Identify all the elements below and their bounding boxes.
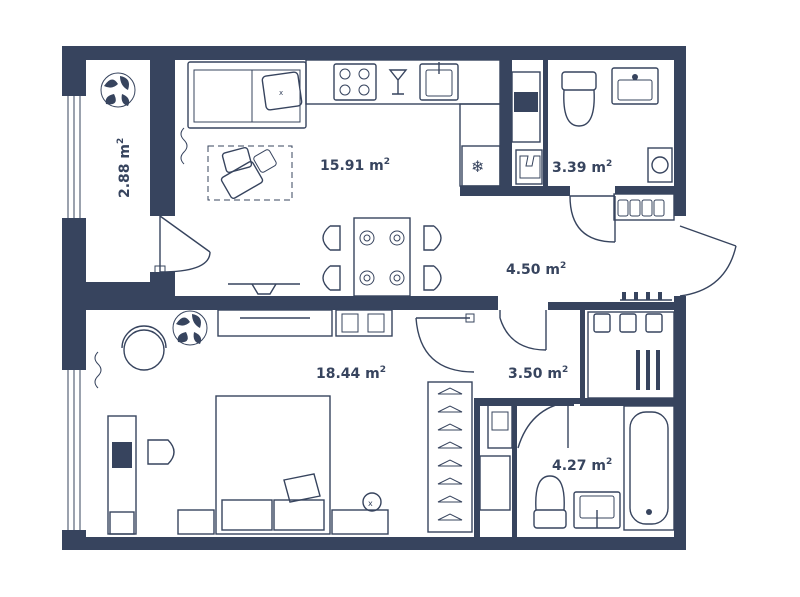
- worktop: [305, 59, 501, 105]
- room-area-kitchen: 15.91 m2: [320, 157, 390, 174]
- outer-wall-bottom: [62, 537, 686, 550]
- bathroom-bottom-door: [517, 401, 569, 449]
- hall-furniture: [613, 193, 737, 301]
- corridor-door: [499, 310, 547, 351]
- wall-bath-left: [500, 46, 512, 196]
- washing-machine-icon: [511, 71, 541, 143]
- sofa-icon: x: [187, 61, 307, 129]
- room-area-balcony: 2.88 m2: [116, 138, 133, 198]
- cabinet: [479, 455, 511, 511]
- curtain-icon: [94, 351, 102, 389]
- bathroom-top-door: [569, 195, 616, 243]
- entrance-door: [679, 225, 737, 297]
- balcony-door: [159, 215, 211, 273]
- window-upper: [62, 96, 86, 218]
- bathroom-bottom-furniture: [533, 405, 675, 531]
- bathtub-icon: [623, 405, 675, 531]
- bedroom-furniture: x: [107, 309, 473, 535]
- curtain-icon: [180, 127, 188, 165]
- window-lower: [62, 370, 86, 530]
- laundry-basket-icon: [487, 403, 513, 449]
- stove-icon: [333, 63, 377, 101]
- wall-closet-left: [580, 310, 585, 404]
- wall-bath-bottom: [460, 186, 570, 196]
- tv-icon: [228, 283, 300, 295]
- kitchen-furniture: x ❄: [187, 59, 501, 297]
- balcony: [100, 72, 211, 275]
- kitchen-sink-icon: [419, 62, 459, 101]
- closet-hangers-icon: [587, 311, 675, 399]
- wardrobe-icon: [335, 309, 393, 337]
- outer-wall-left-top: [62, 46, 86, 96]
- shoe-rack-icon: [613, 193, 675, 221]
- fridge-icon: ❄: [461, 145, 501, 187]
- sink-icon: [611, 67, 659, 105]
- wall-corridor-mid: [474, 398, 574, 406]
- toilet-icon: [533, 475, 567, 529]
- toilet-icon: [561, 71, 597, 127]
- bedroom-door: [415, 317, 475, 373]
- room-area-hall: 4.50 m2: [506, 261, 566, 278]
- laundry-basket-icon: [515, 149, 543, 185]
- room-area-bathroom-top: 3.39 m2: [552, 159, 612, 176]
- wall-closet-bottom: [580, 398, 686, 406]
- wall-corridor-left: [474, 398, 480, 538]
- coat-hooks-icon: [620, 292, 672, 301]
- rug-armchair-icon: [207, 145, 293, 201]
- room-area-bathroom-bottom: 4.27 m2: [552, 457, 612, 474]
- nightstand: [177, 509, 215, 535]
- wall-kitchen-bedroom: [86, 296, 498, 310]
- outer-wall-right-bot: [674, 296, 686, 550]
- cocktail-glass-icon: [388, 69, 408, 95]
- walls: [62, 46, 686, 550]
- svg-text:x: x: [279, 89, 283, 97]
- washer-small-icon: [647, 147, 673, 183]
- nightstand-lamp-icon: x: [331, 492, 389, 535]
- plant-icon: [100, 72, 136, 108]
- bed-icon: [215, 395, 331, 535]
- svg-text:x: x: [368, 499, 373, 508]
- wall-bath2-left: [512, 398, 517, 538]
- wall-bath-mid: [543, 60, 548, 190]
- balcony-wall-right: [150, 46, 175, 216]
- corridor-furniture: [415, 310, 675, 511]
- svg-text:❄: ❄: [471, 157, 484, 176]
- plant-icon: [172, 310, 208, 346]
- outer-wall-right-top: [674, 46, 686, 216]
- bathroom-top-furniture: [511, 67, 673, 243]
- armchair-icon: [121, 325, 167, 371]
- tv-cabinet: [217, 309, 333, 337]
- wall-hall-bottom: [548, 302, 686, 310]
- sink-icon: [573, 491, 621, 529]
- outer-wall-top: [62, 46, 686, 60]
- wall-bath-bottom-right: [615, 186, 686, 194]
- room-area-corridor: 3.50 m2: [508, 365, 568, 382]
- clothes-rack-icon: [427, 381, 473, 533]
- room-area-bedroom: 18.44 m2: [316, 365, 386, 382]
- desk-icon: [107, 415, 175, 535]
- dining-table-icon: [322, 217, 442, 297]
